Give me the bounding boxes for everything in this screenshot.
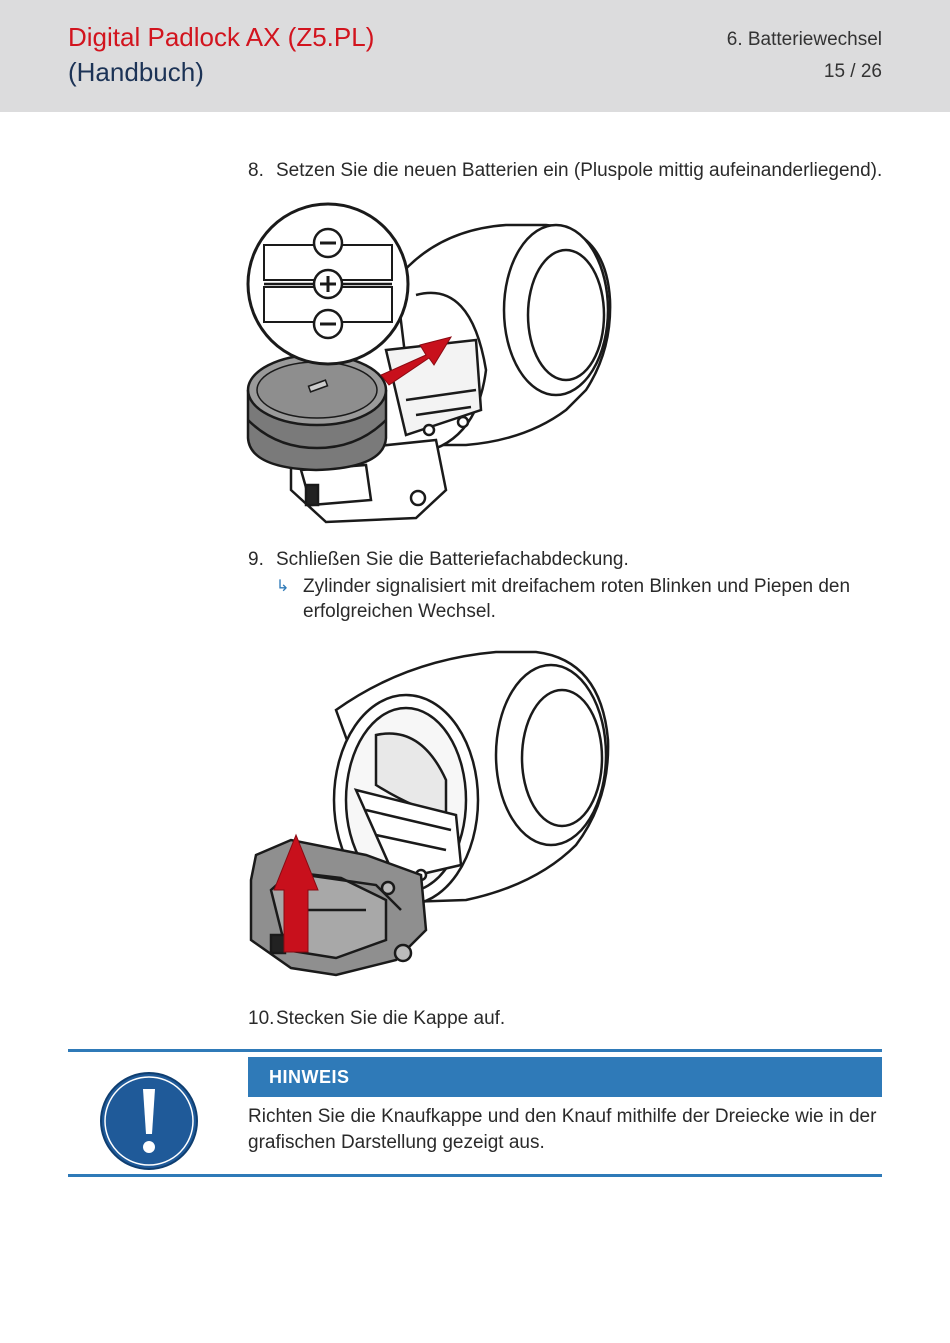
- doc-subtitle: (Handbuch): [68, 57, 204, 87]
- step-text: Setzen Sie die neuen Batterien ein (Plus…: [276, 160, 883, 181]
- step-text: Stecken Sie die Kappe auf.: [276, 1008, 506, 1029]
- exclamation-circle-icon: [100, 1072, 198, 1170]
- step-number: 8.: [248, 160, 264, 181]
- notice-bottom-rule: [68, 1174, 882, 1177]
- step-10: 10.Stecken Sie die Kappe auf.: [248, 1008, 505, 1030]
- notice-heading-bar: HINWEIS: [248, 1057, 882, 1097]
- page-number: 15 / 26: [823, 61, 882, 82]
- step-9-result: ↳ Zylinder signalisiert mit dreifachem r…: [276, 574, 876, 624]
- page-header: Digital Padlock AX (Z5.PL) (Handbuch) 6.…: [0, 0, 950, 112]
- result-arrow-icon: ↳: [276, 578, 290, 595]
- doc-title: Digital Padlock AX (Z5.PL): [68, 22, 375, 52]
- step-number: 10.: [248, 1008, 275, 1029]
- cover-close-illustration: [249, 650, 610, 977]
- step-9: 9. Schließen Sie die Batteriefachabdeckun…: [248, 549, 629, 571]
- battery-insert-illustration: [246, 202, 612, 524]
- step-number: 9.: [248, 549, 264, 570]
- notice-heading: HINWEIS: [269, 1067, 350, 1087]
- notice-text: Richten Sie die Knaufkappe und den Knauf…: [248, 1106, 877, 1153]
- step-text: Schließen Sie die Batteriefachabdeckung.: [276, 549, 629, 570]
- step-8: 8. Setzen Sie die neuen Batterien ein (Pl…: [248, 160, 882, 182]
- section-title: 6. Batteriewechsel: [726, 29, 882, 50]
- result-text: Zylinder signalisiert mit dreifachem rot…: [303, 576, 851, 622]
- notice-top-rule: [68, 1049, 882, 1052]
